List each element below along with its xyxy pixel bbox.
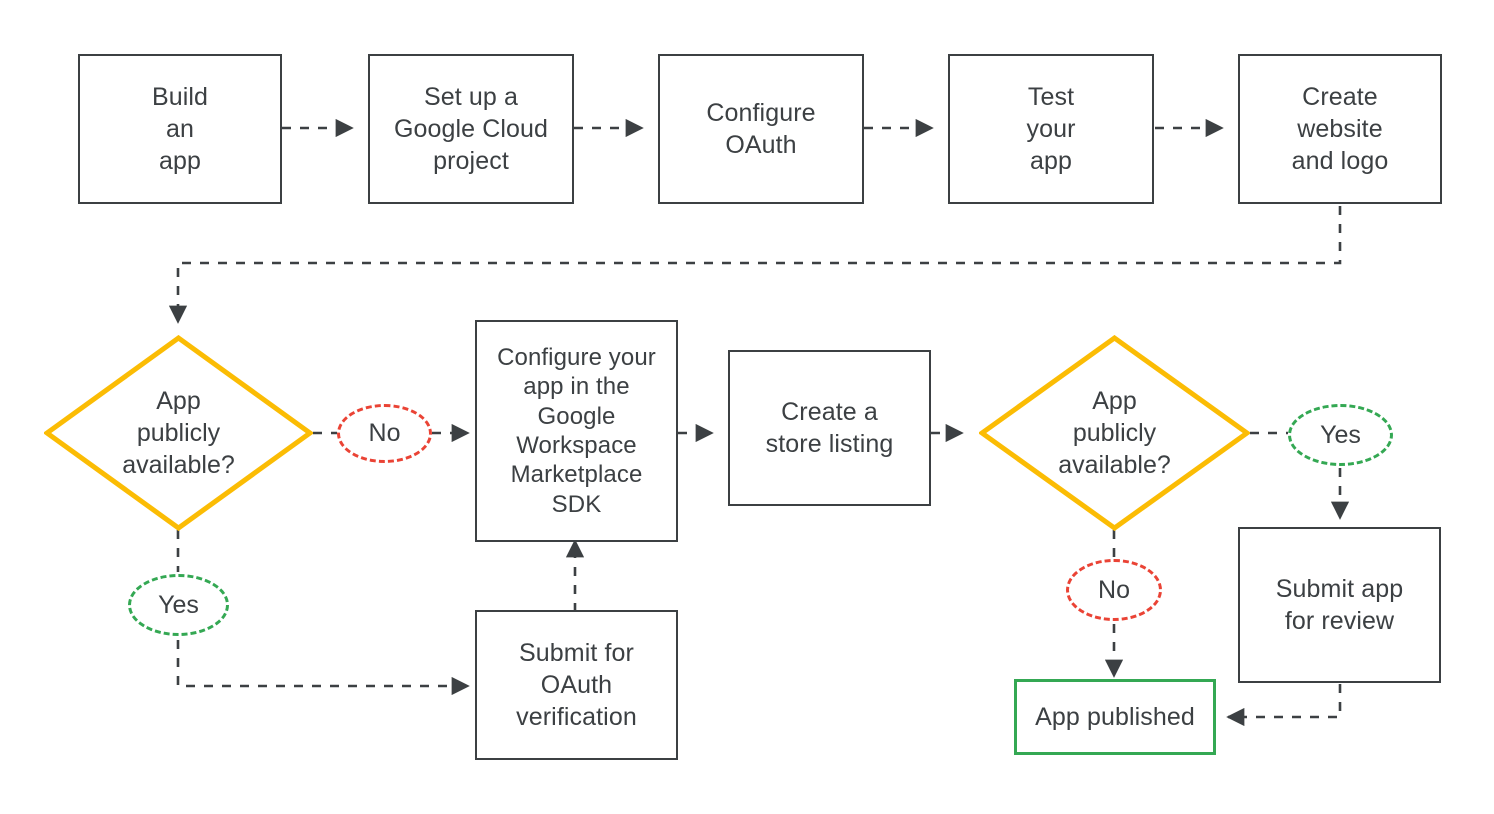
node-create-store-listing[interactable]: Create a store listing <box>728 350 931 506</box>
node-label: Configure your app in the Google Workspa… <box>497 344 656 518</box>
node-submit-app-for-review[interactable]: Submit app for review <box>1238 527 1441 683</box>
edge-label-decision-two-yes: Yes <box>1288 404 1393 466</box>
node-submit-for-oauth-verification[interactable]: Submit for OAuth verification <box>475 610 678 760</box>
edge-label-decision-one-no: No <box>337 404 432 463</box>
node-label: Submit app for review <box>1275 575 1404 635</box>
node-label: App publicly available? <box>1058 387 1171 479</box>
edge-website-to-decision-one <box>168 206 1342 324</box>
edge-label-text: No <box>368 419 401 447</box>
node-app-published[interactable]: App published <box>1014 679 1216 755</box>
node-label: App published <box>1035 703 1195 731</box>
node-configure-oauth[interactable]: Configure OAuth <box>658 54 864 204</box>
edge-label-decision-one-yes: Yes <box>128 574 229 636</box>
node-label: Create website and logo <box>1291 83 1389 175</box>
node-build-an-app[interactable]: Build an app <box>78 54 282 204</box>
node-decision-app-publicly-available-2[interactable]: App publicly available? <box>979 335 1250 531</box>
edge-label-decision-two-no: No <box>1066 559 1162 621</box>
node-decision-app-publicly-available-1[interactable]: App publicly available? <box>44 335 313 531</box>
edge-submit-review-to-app-published <box>1226 684 1342 727</box>
node-label: App publicly available? <box>122 387 235 479</box>
node-set-up-google-cloud-project[interactable]: Set up a Google Cloud project <box>368 54 574 204</box>
node-label: Set up a Google Cloud project <box>393 83 549 175</box>
diamond-shape-icon <box>44 335 313 531</box>
node-configure-app-in-marketplace-sdk[interactable]: Configure your app in the Google Workspa… <box>475 320 678 542</box>
edge-yes-to-oauth-verification <box>176 640 470 696</box>
node-test-your-app[interactable]: Test your app <box>948 54 1154 204</box>
node-label: Create a store listing <box>765 398 894 458</box>
node-label: Submit for OAuth verification <box>516 639 637 731</box>
node-label: Configure OAuth <box>706 99 816 159</box>
edge-label-text: Yes <box>1320 420 1361 449</box>
node-label: Test your app <box>1026 83 1076 175</box>
node-create-website-and-logo[interactable]: Create website and logo <box>1238 54 1442 204</box>
diamond-shape-icon <box>979 335 1250 531</box>
node-label: Build an app <box>151 83 209 175</box>
edge-label-text: No <box>1098 575 1130 604</box>
edge-label-text: Yes <box>158 590 199 619</box>
